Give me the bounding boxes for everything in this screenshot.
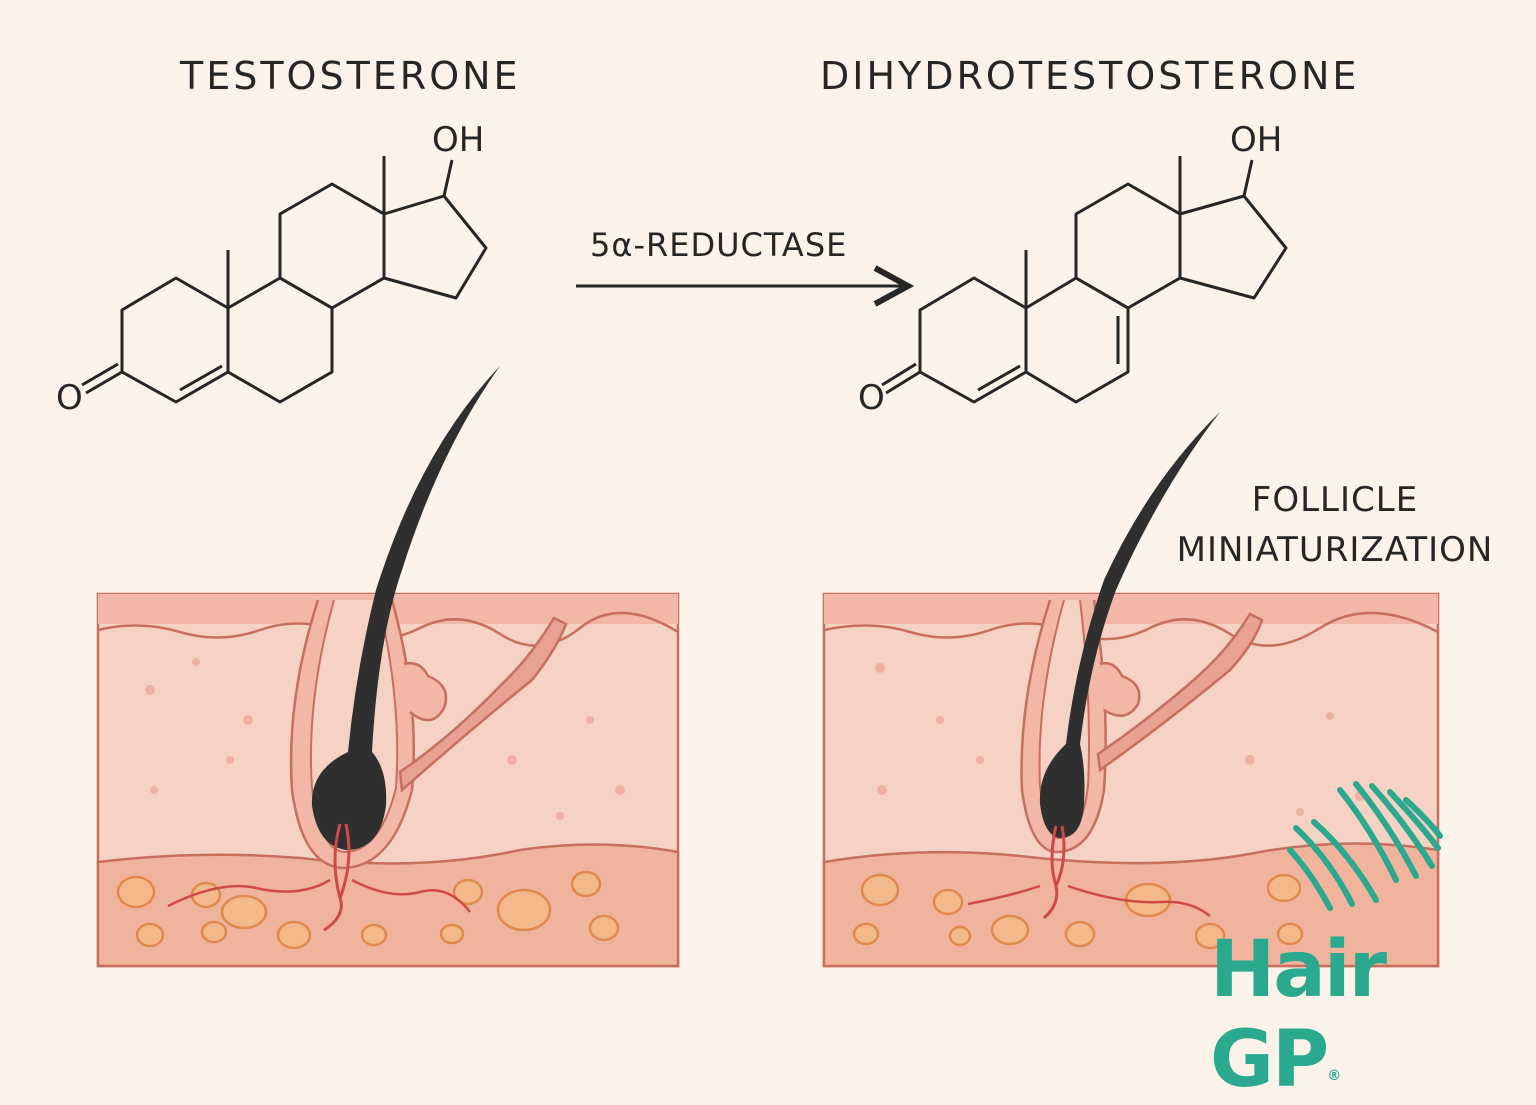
dht-title: DIHYDROTESTOSTERONE bbox=[820, 54, 1360, 98]
dht-oxygen-label: O bbox=[858, 378, 885, 418]
hair-gp-logo: Hair GP® bbox=[1210, 925, 1536, 1105]
caption-line-2: MINIATURIZATION bbox=[1176, 530, 1494, 570]
dht-oh-label: OH bbox=[1230, 120, 1283, 160]
testosterone-structure bbox=[81, 156, 488, 404]
logo-text: Hair GP bbox=[1210, 925, 1387, 1105]
dht-structure bbox=[881, 156, 1288, 404]
caption-line-1: FOLLICLE bbox=[1251, 480, 1419, 520]
left-skin-section bbox=[96, 366, 680, 968]
follicle-miniaturization-label: FOLLICLE MINIATURIZATION bbox=[1155, 475, 1515, 575]
diagram-canvas bbox=[81, 156, 1443, 968]
right-skin-section bbox=[822, 412, 1440, 968]
enzyme-label: 5α-REDUCTASE bbox=[590, 226, 848, 264]
testosterone-oh-label: OH bbox=[432, 120, 485, 160]
hair-gp-logo-mark bbox=[1287, 781, 1443, 911]
testosterone-oxygen-label: O bbox=[56, 378, 83, 418]
testosterone-title: TESTOSTERONE bbox=[180, 54, 521, 98]
registered-mark: ® bbox=[1327, 1068, 1341, 1084]
